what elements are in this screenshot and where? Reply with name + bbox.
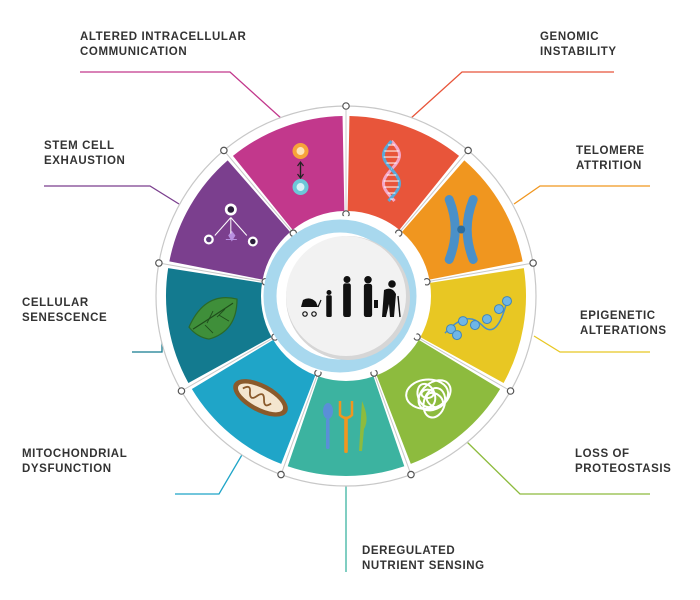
divider-dot xyxy=(155,259,163,267)
cell-differentiation-icon xyxy=(203,203,258,247)
connector-communication xyxy=(80,71,283,120)
segment-stemcell xyxy=(169,160,291,280)
connector-epigenetic xyxy=(533,335,650,353)
segment-divider xyxy=(223,150,294,234)
label-line-1: TELOMERE xyxy=(576,145,645,157)
divider-dot xyxy=(342,102,350,110)
segment-communication xyxy=(232,116,345,230)
segment-divider xyxy=(158,262,266,283)
label-line-2: DYSFUNCTION xyxy=(22,463,112,475)
mitochondrion-icon xyxy=(233,379,288,417)
cell-signaling-icon xyxy=(292,143,309,196)
divider-dot xyxy=(464,146,472,155)
segment-divider xyxy=(373,372,412,475)
label-line-1: EPIGENETIC xyxy=(580,310,656,322)
segment-telomere xyxy=(401,160,523,280)
label-mito: MITOCHONDRIAL DYSFUNCTION xyxy=(22,447,127,477)
hub-ring xyxy=(263,219,417,373)
label-line-2: COMMUNICATION xyxy=(80,46,188,58)
label-line-1: MITOCHONDRIAL xyxy=(22,448,128,460)
chromosome-icon xyxy=(444,195,478,264)
wilted-leaf-icon xyxy=(188,297,238,340)
utensils-icon xyxy=(323,401,367,453)
segment-genomic xyxy=(347,116,460,230)
protein-tangle-icon xyxy=(405,378,452,419)
connector-mito xyxy=(175,447,247,495)
connector-telomere xyxy=(513,185,650,205)
label-line-1: ALTERED INTRACELLULAR xyxy=(80,31,247,43)
label-line-1: DEREGULATED xyxy=(362,545,456,557)
divider-dot xyxy=(506,387,515,395)
divider-dot xyxy=(277,470,285,479)
label-line-1: STEM CELL xyxy=(44,140,115,152)
label-epigenetic: EPIGENETIC ALTERATIONS xyxy=(580,309,667,339)
label-stemcell: STEM CELL EXHAUSTION xyxy=(44,139,125,169)
segment-divider xyxy=(181,336,276,392)
divider-dot xyxy=(177,387,186,395)
label-line-2: ALTERATIONS xyxy=(580,325,667,337)
label-communication: ALTERED INTRACELLULAR COMMUNICATION xyxy=(80,30,246,60)
label-line-2: NUTRIENT SENSING xyxy=(362,560,485,572)
segment-icons xyxy=(188,140,512,453)
label-line-2: ATTRITION xyxy=(576,160,642,172)
label-line-1: CELLULAR xyxy=(22,297,89,309)
segment-divider xyxy=(280,372,319,475)
label-line-2: SENESCENCE xyxy=(22,312,108,324)
connector-senescence xyxy=(132,336,163,353)
center-hub xyxy=(263,216,426,376)
segment-divider xyxy=(426,262,534,283)
label-line-1: LOSS OF xyxy=(575,448,630,460)
label-proteostasis: LOSS OF PROTEOSTASIS xyxy=(575,447,671,477)
label-line-2: EXHAUSTION xyxy=(44,155,126,167)
nucleosome-chain-icon xyxy=(444,296,512,341)
segment-proteostasis xyxy=(376,339,501,464)
label-line-2: INSTABILITY xyxy=(540,46,617,58)
label-connectors xyxy=(44,71,650,572)
segment-divider xyxy=(416,336,511,392)
label-senescence: CELLULAR SENESCENCE xyxy=(22,296,107,326)
segment-divider xyxy=(398,150,469,234)
label-line-1: GENOMIC xyxy=(540,31,600,43)
label-nutrient: DEREGULATED NUTRIENT SENSING xyxy=(362,544,485,574)
label-genomic: GENOMIC INSTABILITY xyxy=(540,30,617,60)
divider-dot xyxy=(407,470,415,479)
aging-silhouettes-icon xyxy=(301,276,401,318)
divider-dot xyxy=(529,259,537,267)
segment-dividers xyxy=(155,102,537,479)
connector-stemcell xyxy=(44,185,180,205)
divider-dot xyxy=(220,146,228,155)
label-telomere: TELOMERE ATTRITION xyxy=(576,144,645,174)
label-line-2: PROTEOSTASIS xyxy=(575,463,672,475)
connector-genomic xyxy=(409,71,614,120)
connector-proteostasis xyxy=(465,440,650,495)
dna-helix-icon xyxy=(381,140,401,202)
segment-group xyxy=(166,116,526,477)
